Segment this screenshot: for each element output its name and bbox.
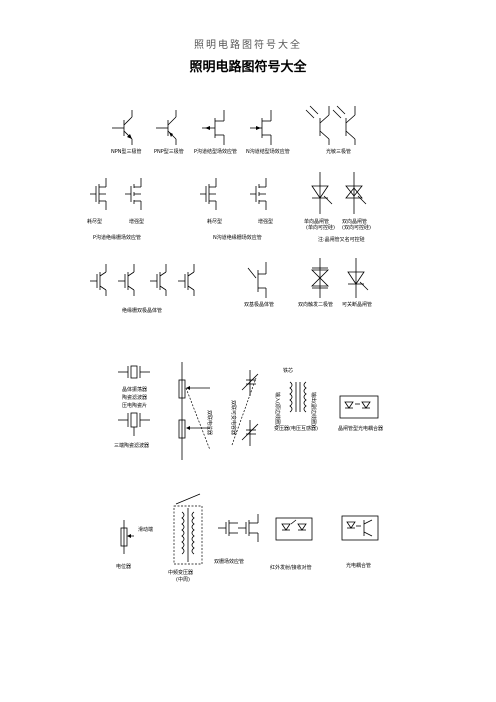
- npn-label: NPN型三极管: [111, 148, 142, 155]
- scr-bidirectional-symbol: [345, 172, 367, 214]
- ir-pair-symbol: [275, 517, 313, 541]
- trigger-diode-label: 双向触发二极管: [298, 301, 333, 308]
- transformer-symbol: [289, 381, 307, 413]
- if-transformer-sub-label: (中周): [176, 576, 190, 583]
- enhancement-label: 增强型: [129, 218, 144, 225]
- trigger-diode-symbol: [311, 258, 329, 298]
- p-jfet-label: P沟道结型场效应管: [194, 148, 237, 155]
- scr-bi-sub-label: (双向可控硅): [342, 224, 371, 231]
- scr-unidirectional-symbol: [311, 172, 333, 214]
- dual-pot-label: 双联电位器: [206, 410, 213, 435]
- pnp-transistor-symbol: [156, 110, 177, 145]
- ir-pair-label: 红外发射/接收对管: [270, 564, 312, 571]
- gto-thyristor-symbol: [347, 258, 369, 298]
- p-jfet-symbol: [202, 110, 225, 145]
- scr-bi-label: 双向晶闸管: [342, 218, 367, 225]
- opto-scr-label: 晶闸管型光电耦合器: [338, 425, 383, 432]
- gto-label: 可关断晶闸管: [342, 301, 372, 308]
- pnp-label: PNP型三极管: [154, 148, 184, 155]
- n-jfet-label: N沟道结型场效应管: [246, 148, 290, 155]
- mosfet-enhancement-n-symbol: [250, 178, 267, 210]
- three-terminal-filter-label: 三端陶瓷滤波器: [114, 442, 149, 449]
- bi-transistor-label: 双基极晶体管: [244, 301, 274, 308]
- mosfet-depletion-n-symbol: [200, 178, 217, 210]
- pot-label: 电位器: [116, 563, 131, 570]
- npn-transistor-symbol: [112, 110, 133, 145]
- unijunction-transistor-symbol: [247, 262, 267, 298]
- dual-gate-label: 双栅场效应管: [214, 558, 244, 565]
- n-jfet-symbol: [250, 110, 272, 145]
- three-terminal-filter-symbol: [118, 412, 150, 436]
- slider-label: 滑动端: [138, 526, 153, 533]
- dual-gate-fet-symbol: [218, 514, 259, 542]
- core-label: 铁芯: [283, 367, 293, 374]
- crystal-label-3: 压电陶瓷片: [122, 402, 147, 409]
- mosfet-depletion-p-symbol: [90, 178, 107, 210]
- scr-uni-sub-label: (单向可控硅): [306, 224, 335, 231]
- igbt-symbol: [90, 264, 195, 296]
- transformer-label: 变压器(电压互感器): [274, 425, 318, 432]
- coupled-label: 输入(原边线圈): [274, 392, 281, 426]
- depletion-label: 耗尽型: [87, 218, 102, 225]
- dual-variable-capacitor-symbol: [231, 370, 259, 446]
- igbt-label: 绝缘栅双极晶体管: [122, 307, 162, 314]
- photo-transistor-label: 光敏三极管: [326, 148, 351, 155]
- dual-potentiometer-symbol: [178, 362, 211, 460]
- crystal-symbol: [118, 365, 150, 379]
- photo-transistor-symbol: [305, 105, 356, 145]
- enhancement2-label: 增强型: [258, 218, 273, 225]
- page-title: 照明电路图符号大全: [189, 60, 307, 75]
- optocoupler-label: 光电耦合管: [346, 562, 371, 569]
- crystal-label: 晶体振荡器: [122, 386, 147, 393]
- scr-uni-label: 单向晶闸管: [304, 218, 329, 225]
- n-mosfet-label: N沟道绝缘栅场效应管: [213, 234, 262, 241]
- if-transformer-symbol: [173, 493, 203, 565]
- mosfet-enhancement-p-symbol: [125, 178, 142, 210]
- page-header: 照明电路图符号大全: [194, 40, 302, 51]
- potentiometer-symbol: [120, 520, 134, 554]
- scr-note: 注:晶闸管又名可控硅: [318, 236, 365, 243]
- optocoupler-symbol: [341, 515, 379, 541]
- coupled2-label: 输出(副边线圈): [310, 392, 317, 426]
- depletion2-label: 耗尽型: [207, 218, 222, 225]
- if-transformer-label: 中频变压器: [168, 569, 193, 576]
- crystal-label-2: 陶瓷滤波器: [122, 394, 147, 401]
- dual-cap-label: 双联可变电容器: [230, 400, 237, 435]
- p-mosfet-label: P沟道绝缘栅场效应管: [93, 234, 141, 241]
- opto-scr-symbol: [339, 395, 379, 419]
